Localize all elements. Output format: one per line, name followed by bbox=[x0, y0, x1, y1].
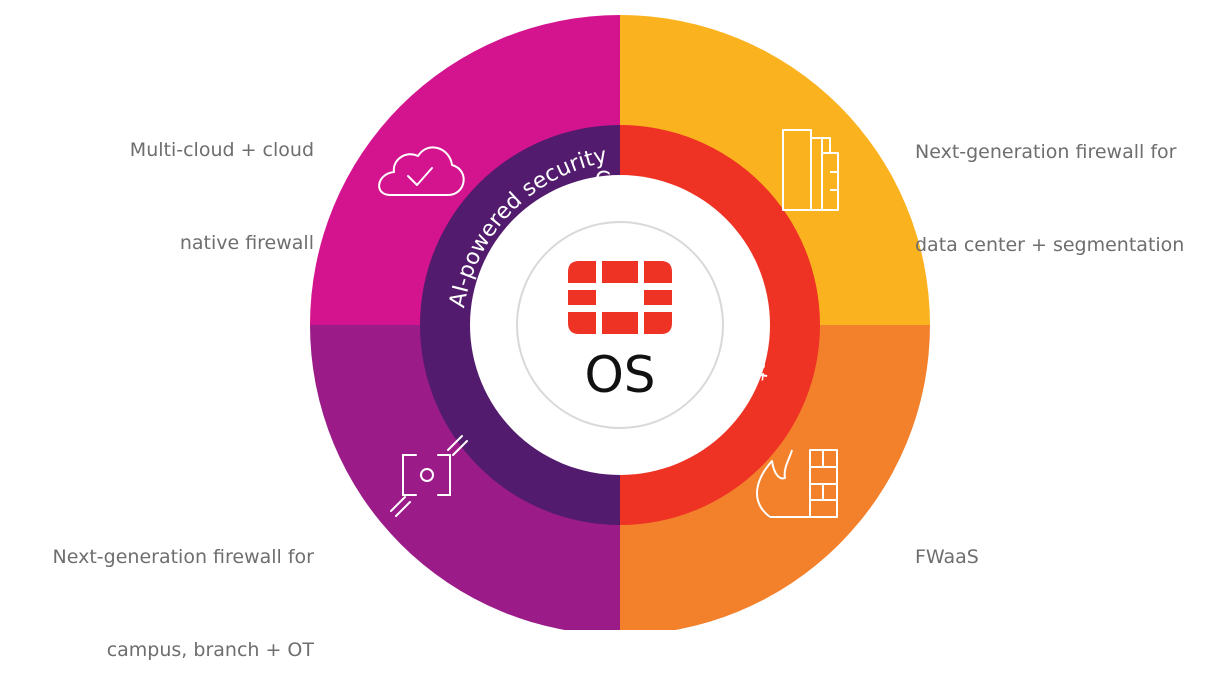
os-text: OS bbox=[584, 346, 655, 404]
center-inner-outline bbox=[516, 221, 724, 429]
label-line: native firewall bbox=[179, 232, 314, 254]
fortios-diagram: AI-powered security Centralized manageme… bbox=[310, 15, 930, 630]
label-data-center-firewall: Next-generation firewall for data center… bbox=[915, 75, 1184, 292]
label-fwaas: FWaaS bbox=[915, 480, 979, 604]
label-line: Multi-cloud + cloud bbox=[129, 139, 314, 161]
label-campus-firewall: Next-generation firewall for campus, bra… bbox=[53, 480, 314, 697]
label-line: campus, branch + OT bbox=[106, 639, 314, 661]
campus-device-icon bbox=[390, 435, 468, 517]
cloud-check-icon bbox=[378, 146, 465, 196]
label-line: Next-generation firewall for bbox=[915, 141, 1177, 163]
firewall-flame-icon bbox=[756, 449, 838, 518]
label-line: FWaaS bbox=[915, 546, 979, 568]
label-line: data center + segmentation bbox=[915, 234, 1185, 256]
fortinet-logo-icon bbox=[568, 261, 672, 334]
label-multi-cloud: Multi-cloud + cloud native firewall bbox=[130, 73, 314, 290]
label-line: Next-generation firewall for bbox=[52, 546, 314, 568]
data-center-icon bbox=[782, 129, 839, 211]
